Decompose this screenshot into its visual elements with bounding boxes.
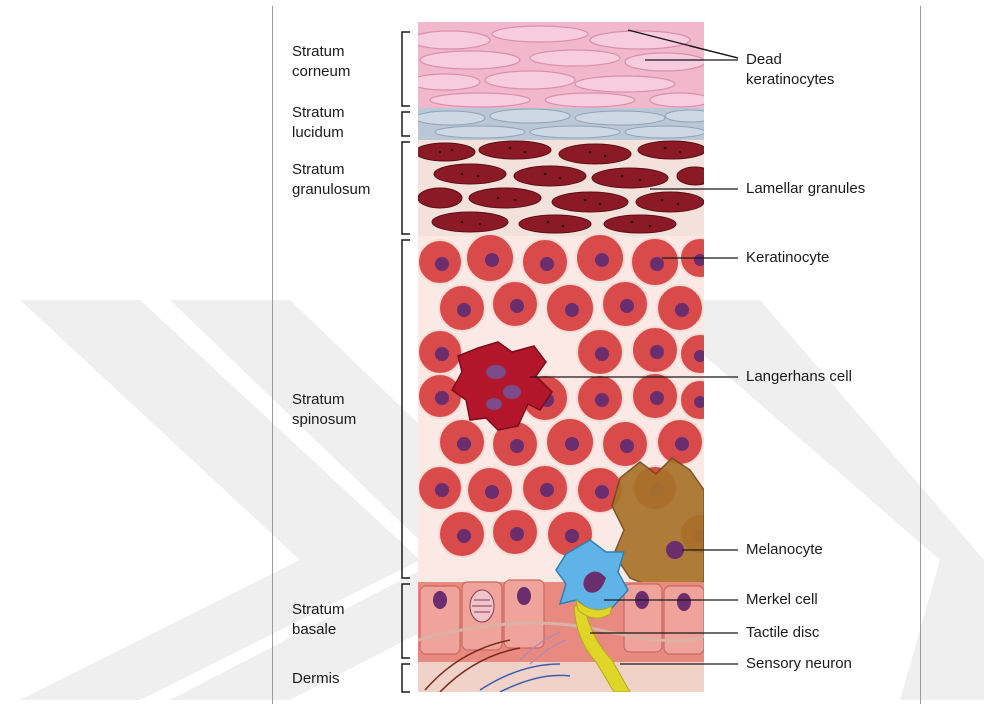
callout-keratinocyte: Keratinocyte [746, 248, 829, 268]
label-stratum-basale-line1: Stratum [292, 600, 345, 620]
callout-tactile-disc: Tactile disc [746, 623, 819, 643]
mitotic-cell [470, 590, 494, 622]
bracket-dermis [402, 664, 410, 692]
bracket-lucidum [402, 112, 410, 136]
label-stratum-lucidum-line1: Stratum [292, 103, 345, 123]
label-stratum-granulosum-line2: granulosum [292, 180, 370, 200]
callout-langerhans-cell: Langerhans cell [746, 367, 852, 387]
dermis-band [418, 662, 704, 692]
bracket-spinosum [402, 240, 410, 578]
label-stratum-basale-line2: basale [292, 620, 345, 640]
layer-brackets [402, 32, 410, 692]
melanocyte-cell [612, 458, 704, 590]
label-dermis: Dermis [292, 669, 340, 689]
callout-dead-keratinocytes: Dead keratinocytes [746, 50, 834, 90]
callout-melanocyte: Melanocyte [746, 540, 823, 560]
label-stratum-spinosum-line1: Stratum [292, 390, 356, 410]
melanocyte-nucleus [666, 541, 684, 559]
callout-sensory-neuron: Sensory neuron [746, 654, 852, 674]
label-stratum-spinosum: Stratum spinosum [292, 390, 356, 430]
callout-merkel-cell: Merkel cell [746, 590, 818, 610]
label-stratum-corneum: Stratum corneum [292, 42, 350, 82]
callout-dead-line2: keratinocytes [746, 70, 834, 90]
label-stratum-corneum-line1: Stratum [292, 42, 350, 62]
label-stratum-lucidum-line2: lucidum [292, 123, 345, 143]
label-stratum-spinosum-line2: spinosum [292, 410, 356, 430]
bracket-basale [402, 584, 410, 658]
callout-dead-line1: Dead [746, 50, 834, 70]
callout-lamellar-granules: Lamellar granules [746, 179, 865, 199]
bracket-corneum [402, 32, 410, 106]
bracket-granulosum [402, 142, 410, 234]
label-stratum-granulosum: Stratum granulosum [292, 160, 370, 200]
label-stratum-granulosum-line1: Stratum [292, 160, 370, 180]
label-stratum-corneum-line2: corneum [292, 62, 350, 82]
label-stratum-lucidum: Stratum lucidum [292, 103, 345, 143]
label-stratum-basale: Stratum basale [292, 600, 345, 640]
